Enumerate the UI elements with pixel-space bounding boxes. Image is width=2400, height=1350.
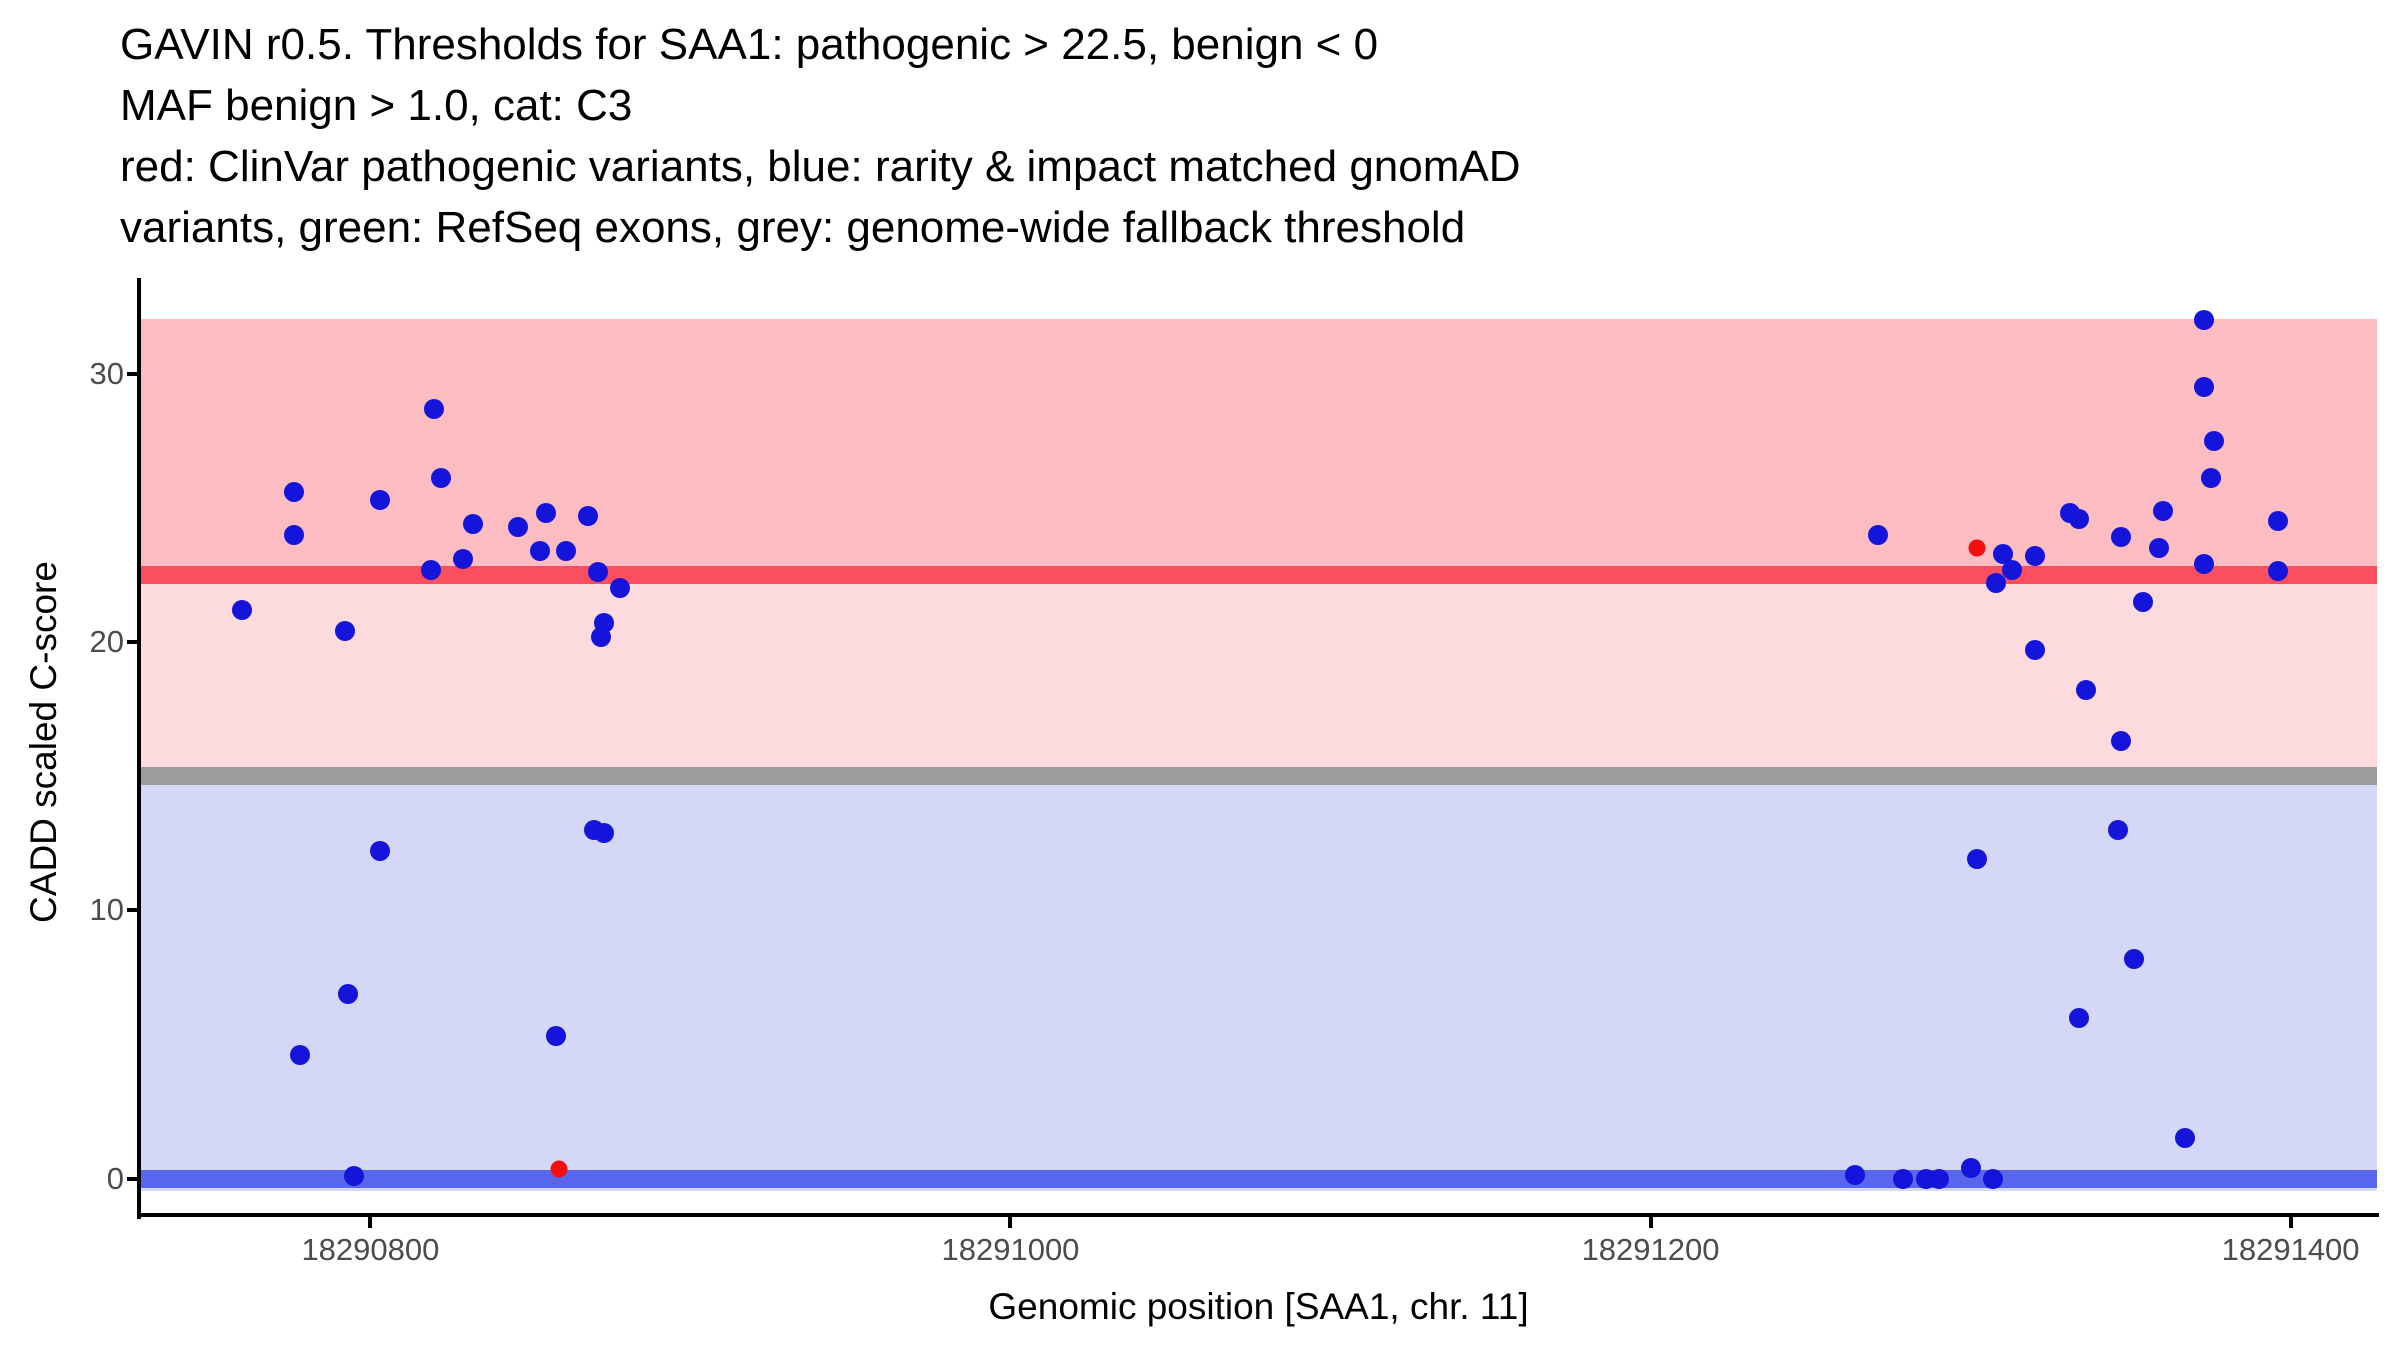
data-point (424, 398, 445, 419)
data-point (462, 514, 483, 535)
data-point (2110, 731, 2131, 752)
data-point (1982, 1168, 2003, 1189)
x-tick-mark (1008, 1217, 1013, 1228)
band-pathogenic-region (140, 318, 2377, 575)
data-point (2203, 430, 2224, 451)
band-benign-region (140, 776, 2377, 1192)
data-point (1966, 849, 1987, 870)
data-point (2024, 640, 2045, 661)
x-tick-label: 18291400 (2221, 1232, 2360, 1267)
data-point (2069, 508, 2090, 529)
data-point (1867, 524, 1888, 545)
data-point (421, 559, 442, 580)
chart-title-line-4: variants, green: RefSeq exons, grey: gen… (120, 203, 1466, 252)
y-tick-label: 0 (106, 1160, 124, 1196)
data-point (578, 505, 599, 526)
data-point (555, 540, 576, 561)
data-point (587, 562, 608, 583)
x-tick-mark (368, 1217, 373, 1228)
data-point (536, 503, 557, 524)
data-point (232, 599, 253, 620)
data-point (1992, 543, 2013, 564)
x-axis-title: Genomic position [SAA1, chr. 11] (988, 1286, 1529, 1327)
data-point (2200, 468, 2221, 489)
data-point (2194, 554, 2215, 575)
data-point (2152, 500, 2173, 521)
data-point (1986, 573, 2007, 594)
data-point (2002, 559, 2023, 580)
plot-panel (140, 278, 2377, 1217)
data-point (338, 983, 359, 1004)
data-point (344, 1165, 365, 1186)
data-point (1960, 1157, 1981, 1178)
band-intermediate-region (140, 574, 2377, 777)
data-point (283, 524, 304, 545)
data-point (2107, 819, 2128, 840)
data-point (594, 822, 615, 843)
y-axis-line (137, 278, 141, 1219)
data-point (2133, 591, 2154, 612)
data-point (2267, 560, 2288, 581)
y-axis-title: CADD scaled C-score (23, 561, 64, 923)
chart-title-line-2: MAF benign > 1.0, cat: C3 (120, 81, 633, 130)
data-point (1968, 539, 1986, 557)
data-point (2194, 310, 2215, 331)
data-point (2069, 1007, 2090, 1028)
data-point (1893, 1168, 1914, 1189)
hline-genome-wide-fallback-threshold (140, 767, 2377, 786)
data-point (453, 548, 474, 569)
data-point (2024, 546, 2045, 567)
data-point (370, 489, 391, 510)
y-tick-label: 10 (89, 892, 124, 928)
y-tick-label: 20 (89, 624, 124, 660)
data-point (550, 1160, 568, 1178)
y-tick-mark (127, 908, 138, 913)
y-tick-mark (127, 640, 138, 645)
hline-pathogenic-threshold (140, 565, 2377, 584)
hline-benign-threshold (140, 1169, 2377, 1188)
data-point (530, 540, 551, 561)
data-point (2194, 377, 2215, 398)
data-point (2174, 1128, 2195, 1149)
x-tick-label: 18291000 (941, 1232, 1080, 1267)
data-point (430, 468, 451, 489)
data-point (2110, 527, 2131, 548)
x-tick-mark (1648, 1217, 1653, 1228)
y-tick-mark (127, 371, 138, 376)
y-tick-label: 30 (89, 355, 124, 391)
data-point (590, 626, 611, 647)
data-point (610, 578, 631, 599)
y-tick-mark (127, 1176, 138, 1181)
data-point (290, 1045, 310, 1066)
data-point (2075, 680, 2096, 701)
data-point (1845, 1165, 1866, 1186)
x-tick-label: 18290800 (301, 1232, 440, 1267)
data-point (370, 841, 391, 862)
data-point (1928, 1168, 1949, 1189)
data-point (2149, 538, 2170, 559)
x-tick-label: 18291200 (1581, 1232, 1720, 1267)
data-point (283, 481, 304, 502)
chart-title: GAVIN r0.5. Thresholds for SAA1: pathoge… (120, 14, 1521, 258)
data-point (507, 516, 528, 537)
data-point (546, 1026, 567, 1047)
x-axis-line (137, 1213, 2379, 1217)
x-tick-mark (2288, 1217, 2293, 1228)
chart-title-line-1: GAVIN r0.5. Thresholds for SAA1: pathoge… (120, 20, 1379, 69)
data-point (2123, 948, 2144, 969)
data-point (334, 621, 355, 642)
data-point (2267, 511, 2288, 532)
chart-title-line-3: red: ClinVar pathogenic variants, blue: … (120, 142, 1521, 191)
